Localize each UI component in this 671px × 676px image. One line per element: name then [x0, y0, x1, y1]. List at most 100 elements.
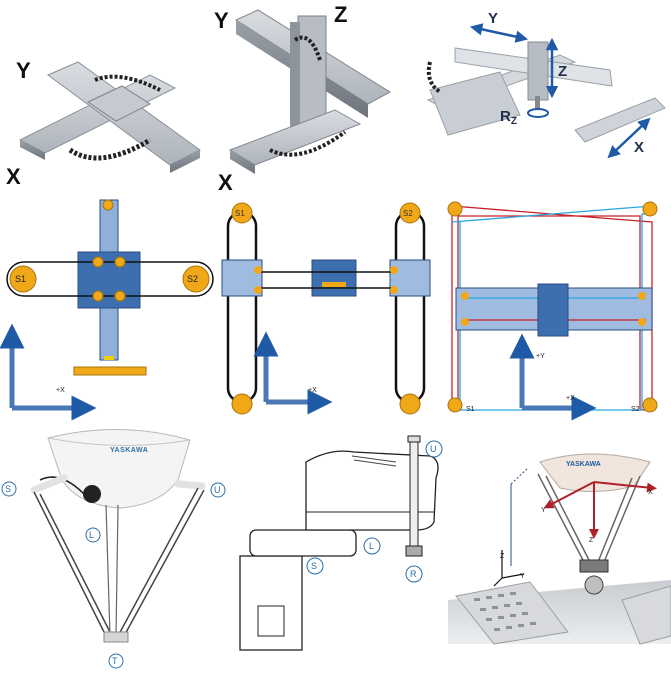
cartesian-2axis-panel: Y X [6, 58, 201, 189]
idler-4 [114, 290, 126, 302]
pulley-s2 [399, 202, 421, 224]
lower-arm-left-b [39, 493, 113, 637]
axis-label-x: +X [56, 387, 65, 394]
robot-axis-z-label: Z [589, 537, 594, 544]
axis-label-z: Z [558, 63, 567, 80]
x-direction-arrow [607, 117, 651, 159]
right-tray [621, 585, 671, 645]
cable-chain-2 [94, 74, 161, 92]
robot-axis-x-label: X [648, 489, 653, 496]
end-plate [103, 631, 129, 643]
joint-u-badge [425, 440, 443, 458]
bar-idler-2 [461, 318, 469, 326]
scara-base-collar [249, 529, 357, 557]
cable-chain-gantry [426, 61, 442, 94]
rz-rotation-arrow [527, 108, 549, 118]
pulley-s2-label: S2 [403, 209, 413, 218]
delta-base-top [47, 437, 191, 446]
gripper-ball [584, 575, 604, 595]
axis-label-y: +Y [536, 353, 545, 360]
center-carriage [311, 259, 357, 297]
left-tray [455, 581, 569, 645]
world-axis-y-label: Y [520, 573, 525, 580]
axis-label-rz: RZ [500, 108, 517, 127]
joint-u-badge [210, 482, 226, 498]
robot-x-axis [593, 481, 657, 493]
idler-4 [390, 286, 398, 294]
motor-s1-label: S1 [466, 406, 475, 413]
x-base-side [230, 150, 255, 174]
joint-l-label: L [89, 530, 94, 540]
pulley-s1-label: S1 [235, 209, 245, 218]
belt-corexy-panel: S1 S2 +Y +X [447, 201, 658, 421]
z-carriage [527, 41, 549, 101]
y-direction-arrow [469, 23, 529, 43]
right-rail-outline [394, 210, 426, 404]
motor-cap [83, 485, 101, 503]
axis-label-y: Y [488, 10, 498, 27]
upper-arm-left [30, 474, 68, 494]
joint-l-badge [363, 537, 381, 555]
arm-4 [597, 477, 633, 563]
idler-1 [92, 256, 104, 268]
arm-1 [537, 473, 585, 563]
lower-arm-left-a [33, 491, 107, 637]
axis-label-x: X [6, 164, 21, 189]
tool-marker [104, 356, 114, 360]
corner-pulley-tl [447, 201, 463, 217]
idler-2 [114, 256, 126, 268]
pulley-bottom-left [231, 393, 253, 415]
left-rail-outline [226, 210, 258, 404]
left-rail [429, 71, 521, 136]
joint-u-label: U [214, 485, 221, 495]
motor-s2 [642, 397, 658, 413]
scara-flange [405, 545, 423, 557]
pulley-s2 [182, 265, 210, 293]
motor-s2-label: S2 [631, 406, 640, 413]
joint-u-label: U [430, 444, 437, 454]
gantry-photo-panel: Y Z RZ X [426, 10, 666, 159]
scara-spline-top [407, 435, 421, 443]
pulley-s1 [231, 202, 253, 224]
lower-arm-center-b [115, 504, 119, 637]
cable-chain [68, 137, 152, 161]
arm-2 [545, 475, 591, 563]
delta-frames-panel: YASKAWA X Y Z Z Y [448, 432, 671, 645]
z-spindle [535, 96, 540, 110]
pulley-s1 [9, 265, 37, 293]
scara-cable-bundle [351, 455, 397, 467]
right-rail [574, 97, 666, 143]
delta-brand: YASKAWA [110, 447, 148, 454]
joint-t-label: T [112, 656, 118, 666]
idler-3 [390, 266, 398, 274]
joint-r-badge [405, 565, 423, 583]
end-effector-bar [73, 366, 147, 376]
axis-label-x: +X [566, 395, 575, 402]
world-x-axis [493, 577, 503, 587]
delta-robot-panel: YASKAWA S U L T [1, 428, 226, 669]
upper-arm-right [174, 480, 206, 490]
world-axis-z-label: Z [500, 553, 505, 560]
lower-arm-center-a [105, 504, 111, 637]
joint-l-badge [85, 527, 101, 543]
world-y-axis [501, 573, 525, 579]
lower-arm-right-a [117, 487, 199, 637]
axis-label-y: Y [16, 58, 31, 83]
belt-left-loop [6, 261, 25, 297]
idler-3 [92, 290, 104, 302]
bar-idler-3 [638, 292, 646, 300]
cartesian-3axis-panel: Y Z X [214, 2, 391, 195]
scara-base [239, 555, 303, 651]
robot-y-axis [543, 481, 595, 509]
axis-label-x: X [218, 170, 233, 195]
z-column-face [290, 22, 300, 138]
scara-upper-arm [305, 450, 439, 531]
joint-s-badge [306, 557, 324, 575]
scara-robot-panel: U L S R [239, 435, 443, 651]
bar-idler-1 [461, 292, 469, 300]
lower-arm-right-b [123, 489, 205, 637]
bar-idler-4 [638, 318, 646, 326]
pulley-s1-label: S1 [15, 274, 26, 284]
arm-3 [603, 475, 641, 563]
